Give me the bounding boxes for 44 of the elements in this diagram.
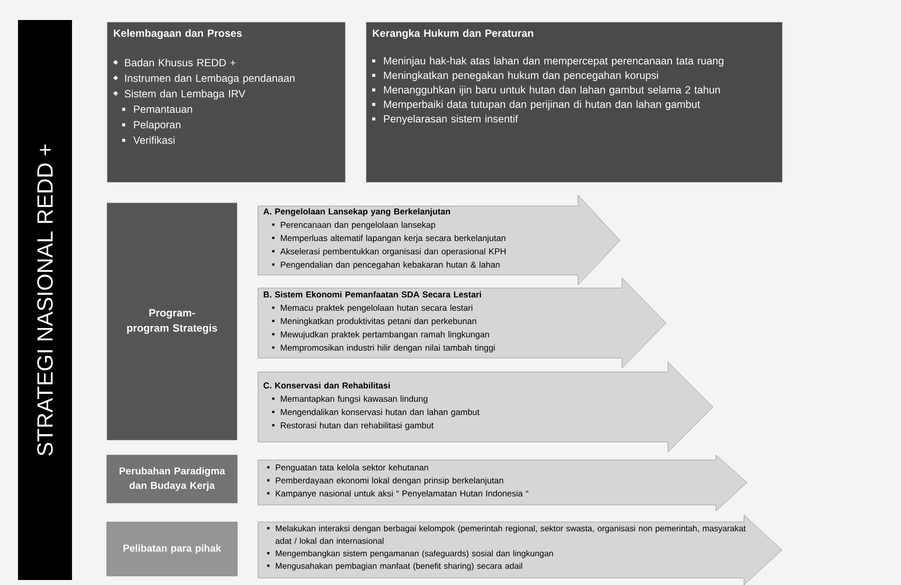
category-box: Perubahan Paradigma dan Budaya Kerja: [106, 454, 238, 504]
dark-panel: [107, 22, 346, 182]
dark-panel: [366, 22, 782, 182]
list-item: Akselerasi pembentukkan organisasi dan operasional KPH: [272, 248, 506, 256]
list-item: Perencanaan dan pengelolaan lansekap: [272, 222, 436, 230]
arrow-shape: [258, 514, 782, 585]
list-item: Mengusahakan pembagian manfaat (benefit sharing) secara adail: [267, 562, 522, 571]
list-item: Mengendalikan konservasi hutan dan lahan gambut: [272, 408, 480, 417]
list-item: Menangguhkan ijin baru untuk hutan dan lahan gambut selama 2 tahun: [372, 86, 720, 96]
arrow-heading: B. Sistem Ekonomi Pemanfaatan SDA Secara Lestari: [264, 291, 481, 298]
list-item: Memperluas altematif lapangan kerja secara berkelanjutan: [272, 234, 506, 243]
category-box: Program-program Strategis: [106, 202, 238, 440]
list-item: Pengendalian dan pencegahan kebakaran hutan & lahan: [272, 261, 500, 270]
list-item: Meningkatkan penegakan hukum dan pencegahan korupsi: [372, 71, 658, 82]
box-heading: Kerangka Hukum dan Peraturan: [372, 29, 534, 40]
list-item: Meninjau hak-hak atas lahan dan mempercepat perencanaan tata ruang: [372, 56, 724, 67]
title-band: STRATEGI NASIONAL REDD +: [18, 20, 72, 580]
arrow-heading: C. Konservasi dan Rehabilitasi: [264, 382, 390, 388]
list-item: Penyelarasan sistem insentif: [372, 114, 518, 125]
arrow-shape: [258, 362, 714, 452]
list-item: Memperbaiki data tutupan dan perijinan di hutan dan lahan gambut: [372, 100, 700, 110]
list-item: Mempromosikan industri hilir dengan nilai tambah tinggi: [272, 344, 495, 352]
list-item: Penguatan tata kelola sektor kehutanan: [267, 464, 428, 472]
arrow-shape: [258, 278, 666, 368]
arrow-shape: [258, 454, 748, 512]
list-item: Sistem dan Lembaga IRV: [113, 90, 246, 100]
list-item: Melakukan interaksi dengan berbagai kelompok (pemerintah regional, sektor swasta, organisasi non pemerintah, masyarakat adat / lokal dan internasional: [267, 525, 746, 544]
list-item: Pelaporan: [122, 120, 180, 130]
box-heading: Kelembagaan dan Proses: [114, 29, 242, 40]
list-item: Meningkatkan produktivitas petani dan perkebunan: [272, 318, 476, 326]
list-item: Badan Khusus REDD +: [113, 58, 236, 66]
list-item: Pemantauan: [122, 106, 192, 113]
list-item: Verifikasi: [122, 136, 175, 144]
arrow-shape: [258, 194, 620, 286]
list-item: Instrumen dan Lembaga pendanaan: [113, 74, 295, 84]
list-item: Mewujudkan praktek pertambangan ramah lingkungan: [272, 331, 489, 340]
list-item: Restorasi hutan dan rehabilitasi gambut: [272, 422, 434, 430]
list-item: Memantapkan fungsi kawasan lindung: [272, 396, 428, 404]
list-item: Mengembangkan sistem pengamanan (safeguards) sosial dan lingkungan: [267, 550, 553, 558]
arrow-heading: A. Pengelolaan Lansekap yang Berkelanjutan: [263, 208, 450, 216]
list-item: Kampanye nasional untuk aksi “ Penyelamatan Hutan Indonesia “: [267, 490, 528, 498]
list-item: Pemberdayaan ekonomi lokal dengan prinsip berkelanjutan: [267, 477, 504, 486]
category-box: Pelibatan para pihak: [106, 522, 238, 576]
list-item: Memacu praktek pengelolaan hutan secara lestari: [272, 304, 472, 313]
